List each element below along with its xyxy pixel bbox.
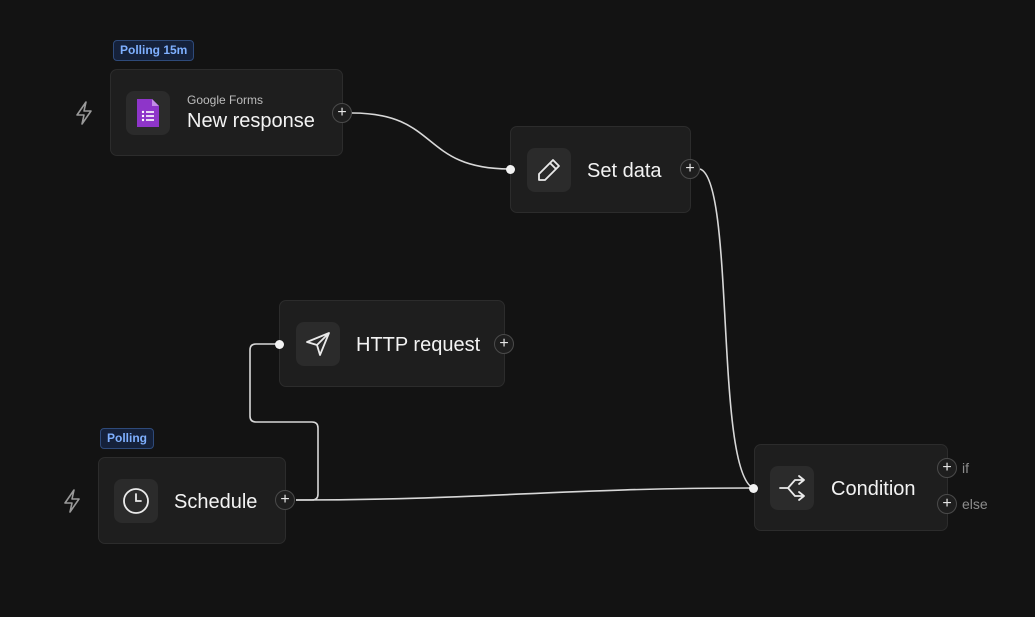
add-if-branch-button[interactable]: + [937, 458, 957, 478]
trigger-bolt-icon [61, 488, 83, 514]
add-step-button[interactable]: + [680, 159, 700, 179]
add-step-button[interactable]: + [494, 334, 514, 354]
polling-badge: Polling 15m [113, 40, 195, 61]
branch-label-if: if [962, 460, 969, 476]
node-title: Schedule [174, 491, 258, 513]
polling-badge: Polling [100, 428, 154, 449]
node-title: Set data [587, 160, 662, 182]
node-title: New response [187, 110, 315, 132]
wire-setdata-to-condition [699, 168, 754, 489]
add-step-button[interactable]: + [275, 490, 295, 510]
node-condition[interactable]: Condition [754, 444, 948, 531]
node-set-data[interactable]: Set data [510, 126, 691, 213]
split-icon [770, 466, 814, 510]
node-google-forms-new-response[interactable]: Google Forms New response [110, 69, 343, 156]
input-port[interactable] [506, 165, 515, 174]
input-port[interactable] [275, 340, 284, 349]
google-forms-icon [126, 91, 170, 135]
node-app-name: Google Forms [187, 93, 264, 107]
send-icon [296, 322, 340, 366]
node-title: HTTP request [356, 334, 481, 356]
branch-label-else: else [962, 496, 988, 512]
pencil-icon [527, 148, 571, 192]
node-title: Condition [831, 478, 916, 500]
add-else-branch-button[interactable]: + [937, 494, 957, 514]
wire-forms-to-setdata [351, 112, 511, 170]
wire-schedule-to-condition [295, 487, 754, 501]
clock-icon [114, 479, 158, 523]
wire-schedule-to-http [249, 343, 319, 501]
add-step-button[interactable]: + [332, 103, 352, 123]
node-schedule[interactable]: Schedule [98, 457, 286, 544]
input-port[interactable] [749, 484, 758, 493]
trigger-bolt-icon [73, 100, 95, 126]
node-http-request[interactable]: HTTP request [279, 300, 505, 387]
